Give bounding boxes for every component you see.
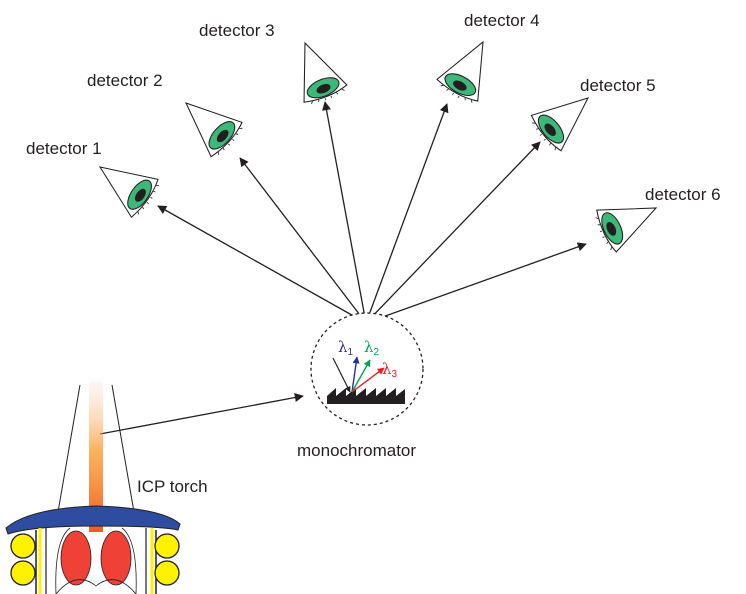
- ray-torch-to-monochromator: [99, 393, 304, 435]
- icp-torch-label: ICP torch: [137, 477, 208, 496]
- detector-2-label: detector 2: [87, 71, 163, 90]
- torch-plate: [5, 505, 181, 535]
- coil-right-bottom: [154, 560, 180, 586]
- torch-tube-inner: [45, 528, 147, 594]
- detector-1-eye-icon: [86, 147, 164, 222]
- plasma-left: [60, 530, 92, 586]
- emission-beam: [89, 382, 103, 532]
- detector-4-eye-icon: [433, 30, 504, 108]
- detector-2-eye-icon: [170, 85, 248, 162]
- torch-tube: [35, 530, 157, 594]
- lambda-2-label: λ2: [364, 338, 380, 358]
- lambda-1-ray: [351, 356, 360, 393]
- detector-3-label: detector 3: [199, 21, 275, 40]
- detector-3-eye-icon: [283, 33, 350, 109]
- torch-outline-left: [57, 384, 81, 513]
- lambda-3-label: λ3: [382, 360, 398, 380]
- monochromator: λ1 λ2 λ3: [310, 312, 424, 426]
- ray-detector-4: [365, 103, 449, 324]
- coil-right-top: [154, 533, 180, 559]
- ray-detector-1: [157, 205, 367, 324]
- incident-ray: [332, 357, 351, 393]
- detector-6-label: detector 6: [645, 185, 721, 204]
- monochromator-circle: [310, 312, 424, 426]
- grating-icon: [327, 388, 405, 404]
- lambda-1-label: λ1: [338, 338, 354, 358]
- detector-1-label: detector 1: [26, 139, 102, 158]
- ray-detector-5: [365, 141, 541, 324]
- monochromator-label: monochromator: [297, 441, 416, 460]
- coil-left-bottom: [10, 560, 36, 586]
- torch-tube-yellow: [38, 528, 154, 594]
- detector-5-label: detector 5: [580, 76, 656, 95]
- plasma-outline: [55, 527, 137, 594]
- lambda-2-ray: [351, 359, 371, 393]
- detector-4-label: detector 4: [464, 11, 540, 30]
- plasma-right: [100, 530, 132, 586]
- coil-left-top: [10, 533, 36, 559]
- ray-detector-3: [322, 101, 367, 324]
- icp-torch: [5, 382, 181, 594]
- torch-outline-right: [111, 384, 135, 513]
- ray-detector-2: [239, 157, 367, 324]
- ray-detector-6: [365, 242, 587, 324]
- lambda-3-ray: [351, 367, 385, 393]
- rays: [99, 101, 587, 435]
